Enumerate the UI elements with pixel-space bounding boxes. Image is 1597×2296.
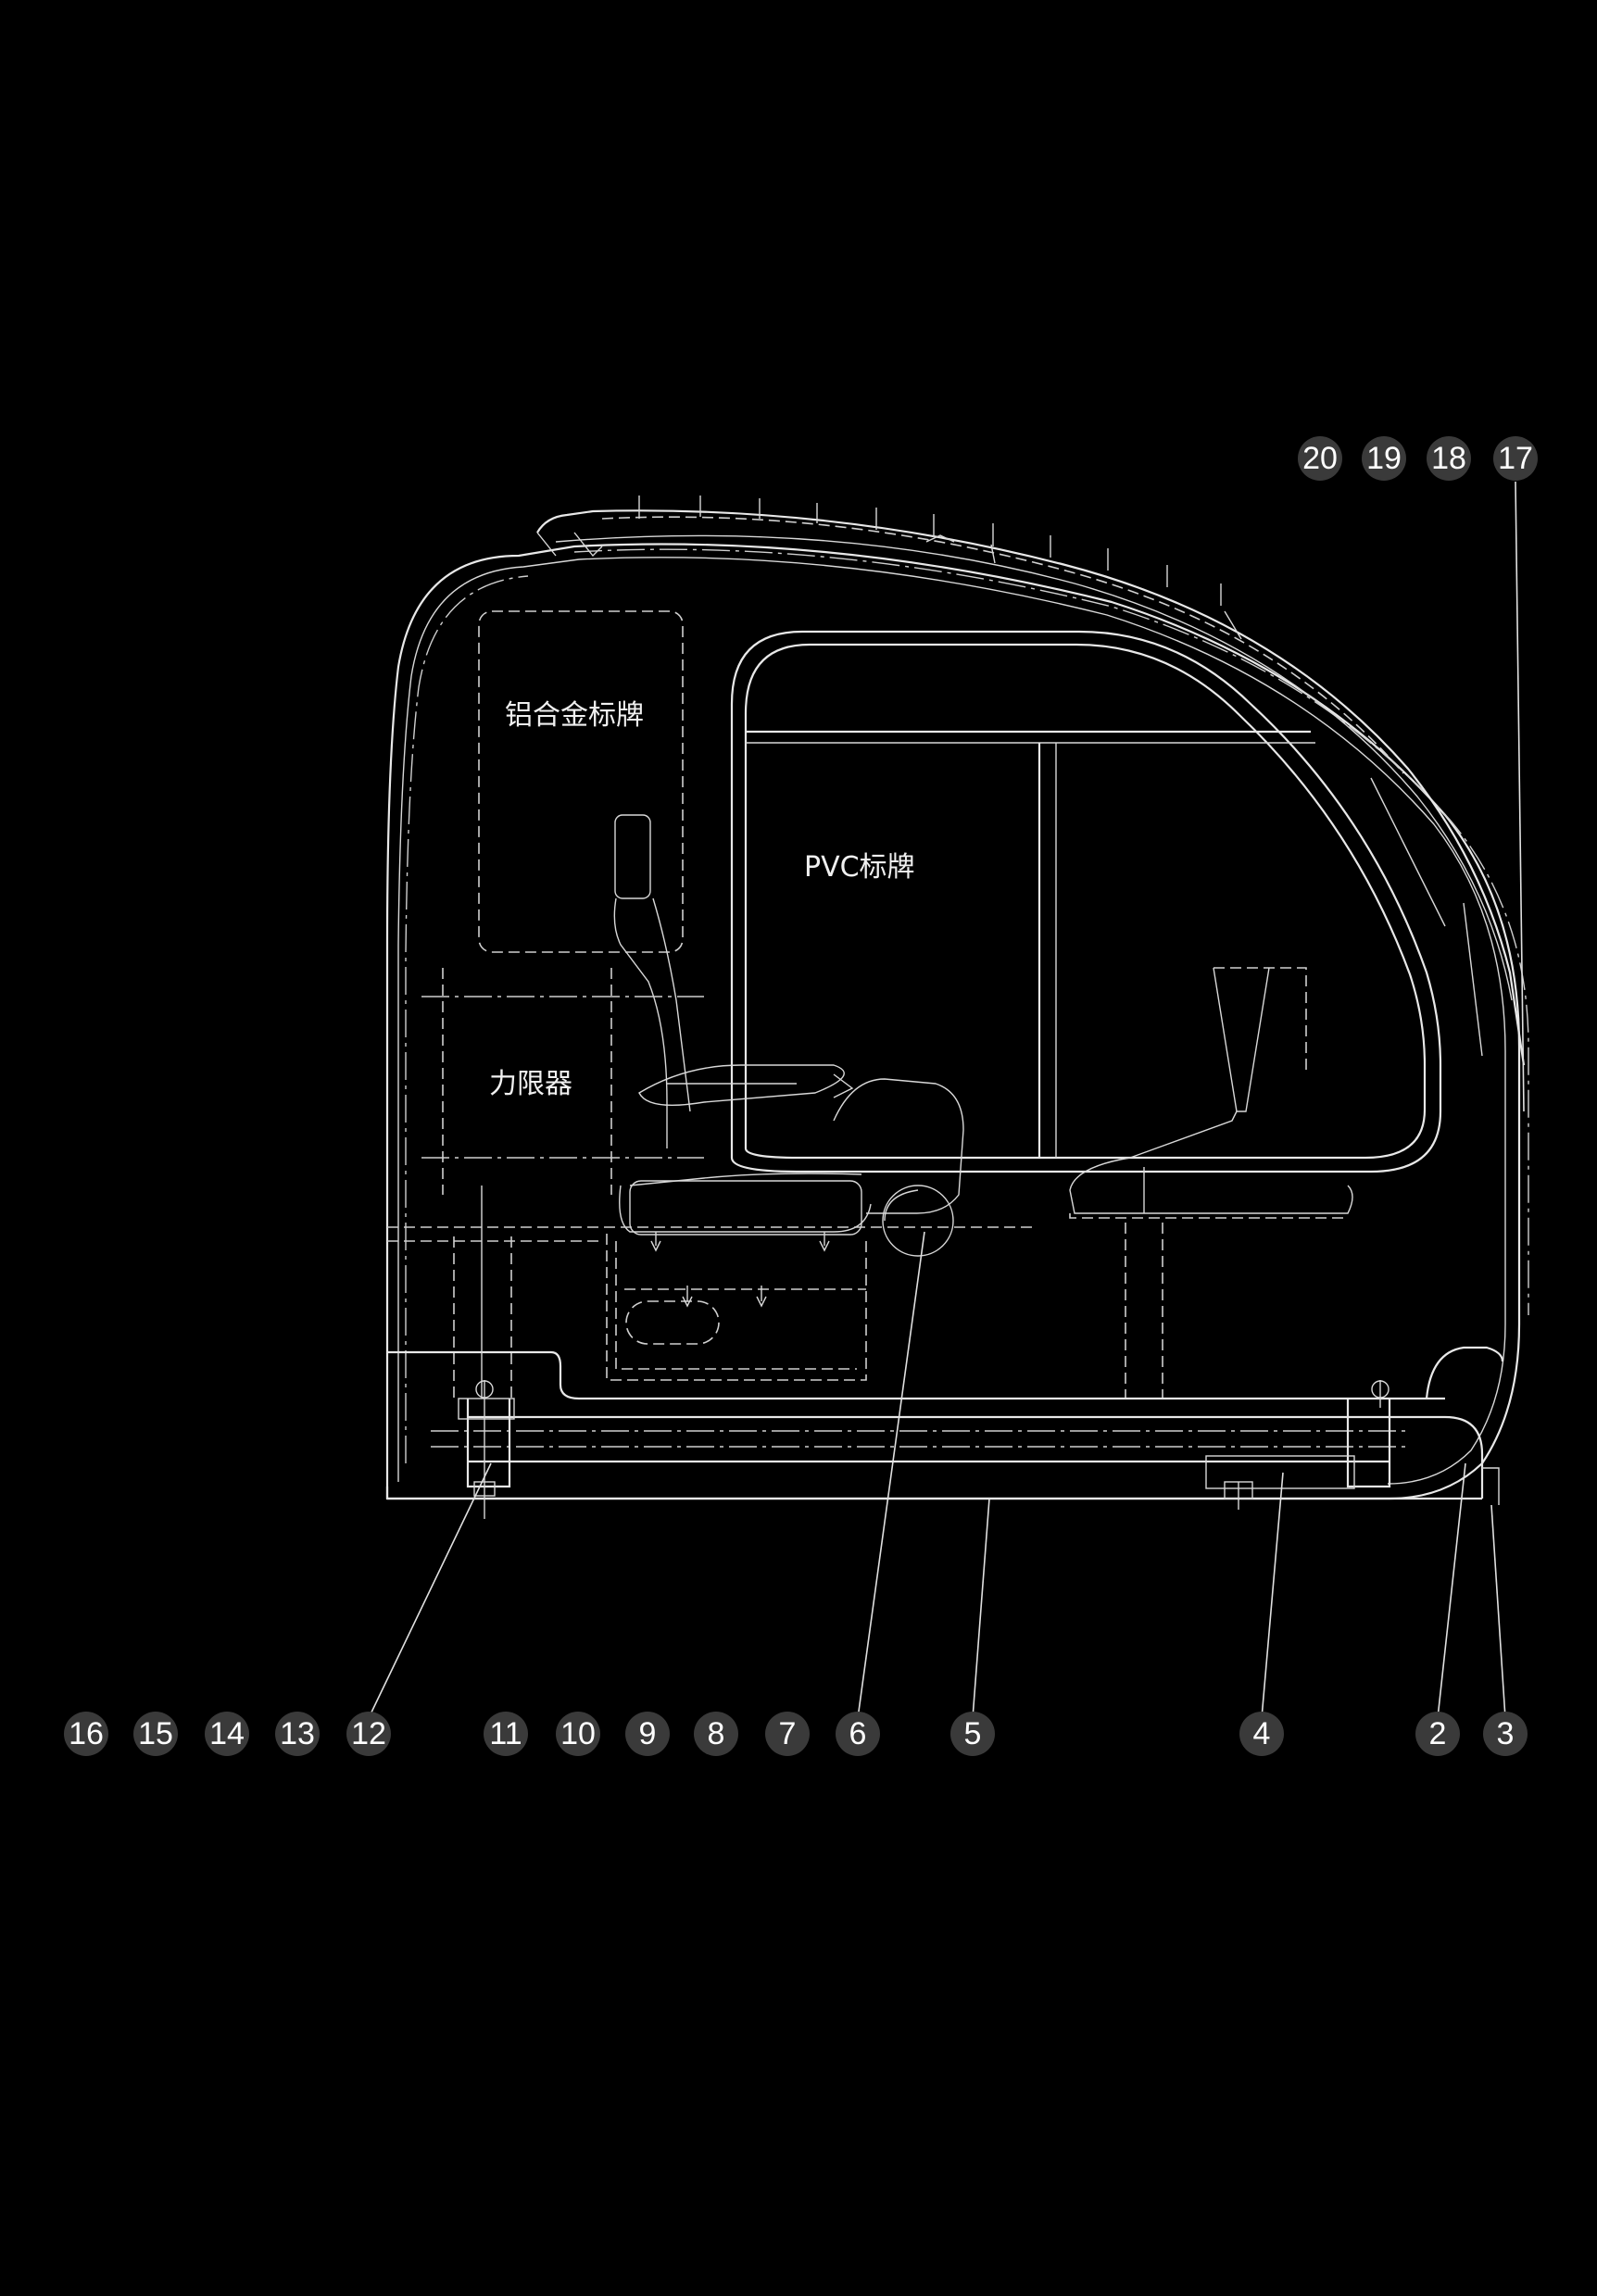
svg-text:6: 6 [849, 1716, 867, 1751]
svg-text:19: 19 [1366, 441, 1402, 476]
callout-19[interactable]: 19 [1362, 436, 1406, 481]
pvc-plate-label: PVC标牌 [804, 851, 915, 884]
callout-4[interactable]: 4 [1239, 1712, 1284, 1756]
svg-text:16: 16 [69, 1716, 104, 1751]
svg-text:20: 20 [1302, 441, 1338, 476]
svg-text:14: 14 [209, 1716, 245, 1751]
svg-text:7: 7 [779, 1716, 797, 1751]
leader-lines [368, 481, 1525, 1719]
svg-text:3: 3 [1497, 1716, 1515, 1751]
cab-shell [385, 543, 1529, 1500]
callout-18[interactable]: 18 [1427, 436, 1471, 481]
callout-12[interactable]: 12 [346, 1712, 391, 1756]
svg-text:10: 10 [560, 1716, 596, 1751]
floor-frame [385, 1186, 1504, 1519]
seat-assembly [606, 814, 964, 1381]
callout-9[interactable]: 9 [625, 1712, 670, 1756]
svg-text:8: 8 [708, 1716, 725, 1751]
svg-text:18: 18 [1431, 441, 1466, 476]
svg-text:13: 13 [280, 1716, 315, 1751]
force-limiter: 力限器 [421, 968, 704, 1195]
aluminum-plate: 铝合金标牌 [478, 610, 684, 953]
force-limiter-label: 力限器 [489, 1068, 572, 1100]
callout-10[interactable]: 10 [556, 1712, 600, 1756]
callout-17[interactable]: 17 [1493, 436, 1538, 481]
window-frame: PVC标牌 [730, 630, 1442, 1173]
callout-5[interactable]: 5 [950, 1712, 995, 1756]
callout-16[interactable]: 16 [64, 1712, 108, 1756]
callout-8[interactable]: 8 [694, 1712, 738, 1756]
svg-text:17: 17 [1498, 441, 1533, 476]
svg-text:12: 12 [351, 1716, 386, 1751]
roof-rail [536, 496, 1526, 1066]
callout-14[interactable]: 14 [205, 1712, 249, 1756]
callout-20[interactable]: 20 [1298, 436, 1342, 481]
callout-7[interactable]: 7 [765, 1712, 810, 1756]
callout-13[interactable]: 13 [275, 1712, 320, 1756]
svg-text:5: 5 [964, 1716, 982, 1751]
svg-text:4: 4 [1253, 1716, 1271, 1751]
svg-text:15: 15 [138, 1716, 173, 1751]
callout-15[interactable]: 15 [133, 1712, 178, 1756]
callout-2[interactable]: 2 [1415, 1712, 1460, 1756]
callout-3[interactable]: 3 [1483, 1712, 1528, 1756]
callout-6[interactable]: 6 [836, 1712, 880, 1756]
callout-11[interactable]: 11 [484, 1712, 528, 1756]
svg-text:9: 9 [639, 1716, 657, 1751]
svg-text:2: 2 [1429, 1716, 1447, 1751]
svg-text:11: 11 [489, 1716, 522, 1751]
aluminum-plate-label: 铝合金标牌 [505, 699, 644, 732]
control-lever [1069, 967, 1353, 1399]
